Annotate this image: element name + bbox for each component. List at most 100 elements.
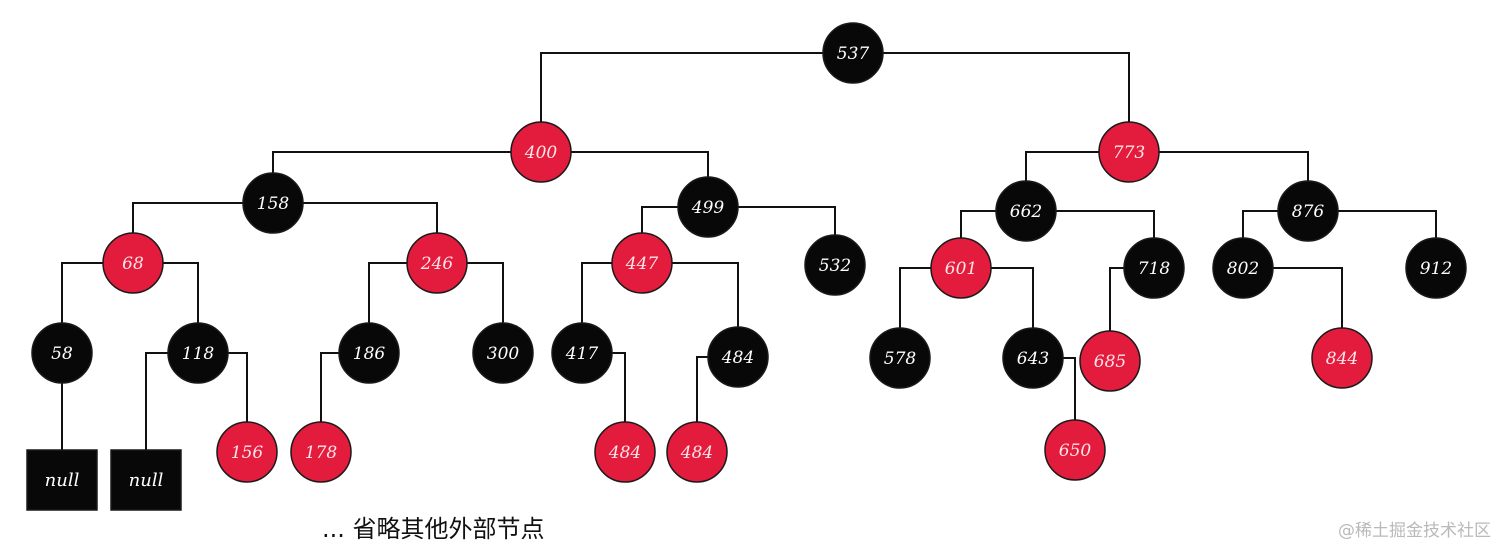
node-label: 685 (1094, 352, 1126, 372)
node-label: 447 (625, 254, 659, 274)
tree-node-400: 400 (510, 121, 572, 183)
black-node-circle (1123, 237, 1185, 299)
node-label: 643 (1017, 349, 1049, 369)
node-label: 156 (231, 443, 264, 463)
tree-node-643: 643 (1002, 327, 1064, 389)
black-node-circle (551, 322, 613, 384)
tree-node-484: 484 (666, 421, 728, 483)
red-node-circle (1311, 327, 1373, 389)
tree-node-773: 773 (1098, 121, 1160, 183)
tree-node-532: 532 (804, 234, 866, 296)
node-label: 802 (1227, 259, 1259, 279)
tree-node-484: 484 (594, 421, 656, 483)
node-label: 246 (420, 254, 454, 274)
tree-node-118: 118 (167, 322, 229, 384)
black-node-circle (1405, 237, 1467, 299)
edge-n537-n773 (853, 52, 1130, 152)
black-node-circle (869, 327, 931, 389)
black-node-circle (1277, 180, 1339, 242)
tree-node-447: 447 (611, 232, 673, 294)
null-leaf-box (110, 449, 182, 511)
black-node-circle (995, 180, 1057, 242)
red-node-circle (406, 232, 468, 294)
tree-nodes: 537 400 773 158 499 662 876 68 246 447 532 601 718 80… (26, 22, 1467, 511)
node-label: 186 (353, 344, 386, 364)
tree-node-484: 484 (707, 326, 769, 388)
black-node-circle (707, 326, 769, 388)
node-label: 68 (122, 254, 144, 274)
black-node-circle (1212, 237, 1274, 299)
black-node-circle (822, 22, 884, 84)
tree-node-158: 158 (242, 172, 304, 234)
tree-node-58: 58 (31, 322, 93, 384)
red-node-circle (290, 421, 352, 483)
edge-n537-n400 (540, 52, 853, 152)
black-node-circle (31, 322, 93, 384)
red-node-circle (666, 421, 728, 483)
node-label: 484 (680, 443, 713, 463)
edge-n400-n158 (272, 151, 541, 203)
node-label: 118 (182, 344, 215, 364)
black-node-circle (804, 234, 866, 296)
tree-node-186: 186 (338, 322, 400, 384)
node-label: 718 (1138, 259, 1171, 279)
node-label: 650 (1059, 441, 1092, 461)
red-node-circle (930, 237, 992, 299)
tree-node-876: 876 (1277, 180, 1339, 242)
node-label: 912 (1420, 259, 1452, 279)
node-label: 537 (837, 44, 870, 64)
tree-node-68: 68 (102, 232, 164, 294)
node-label: null (45, 470, 80, 491)
node-label: 601 (945, 259, 977, 279)
red-node-circle (611, 232, 673, 294)
tree-node-300: 300 (472, 322, 534, 384)
node-label: 484 (608, 443, 641, 463)
tree-node-246: 246 (406, 232, 468, 294)
omitted-nodes-caption: ... 省略其他外部节点 (322, 515, 545, 543)
node-label: 484 (721, 348, 754, 368)
black-node-circle (167, 322, 229, 384)
node-label: 773 (1113, 143, 1145, 163)
edge-n447-n484a (642, 262, 739, 357)
node-label: 58 (51, 344, 73, 364)
node-label: 178 (305, 443, 338, 463)
tree-node-844: 844 (1311, 327, 1373, 389)
node-label: 844 (1326, 349, 1358, 369)
tree-node-156: 156 (216, 421, 278, 483)
black-node-circle (472, 322, 534, 384)
black-node-circle (1002, 327, 1064, 389)
tree-node-601: 601 (930, 237, 992, 299)
tree-node-578: 578 (869, 327, 931, 389)
node-label: 532 (819, 256, 851, 276)
node-label: 499 (691, 198, 725, 218)
tree-node-178: 178 (290, 421, 352, 483)
tree-node-537: 537 (822, 22, 884, 84)
node-label: 662 (1010, 202, 1042, 222)
red-node-circle (594, 421, 656, 483)
red-node-circle (1044, 419, 1106, 481)
tree-node-718: 718 (1123, 237, 1185, 299)
black-node-circle (242, 172, 304, 234)
tree-node-499: 499 (677, 176, 739, 238)
null-leaf-node: null (26, 449, 98, 511)
node-label: 400 (524, 143, 558, 163)
watermark: @稀土掘金技术社区 (1338, 521, 1491, 541)
red-node-circle (216, 421, 278, 483)
node-label: 417 (565, 344, 599, 364)
tree-node-417: 417 (551, 322, 613, 384)
tree-node-685: 685 (1079, 330, 1141, 392)
red-node-circle (1098, 121, 1160, 183)
black-node-circle (677, 176, 739, 238)
null-leaf-node: null (110, 449, 182, 511)
tree-node-662: 662 (995, 180, 1057, 242)
node-label: 300 (487, 344, 520, 364)
tree-node-802: 802 (1212, 237, 1274, 299)
node-label: 578 (884, 349, 917, 369)
node-label: 876 (1292, 202, 1325, 222)
null-leaf-box (26, 449, 98, 511)
tree-node-650: 650 (1044, 419, 1106, 481)
black-node-circle (338, 322, 400, 384)
red-node-circle (1079, 330, 1141, 392)
red-node-circle (510, 121, 572, 183)
